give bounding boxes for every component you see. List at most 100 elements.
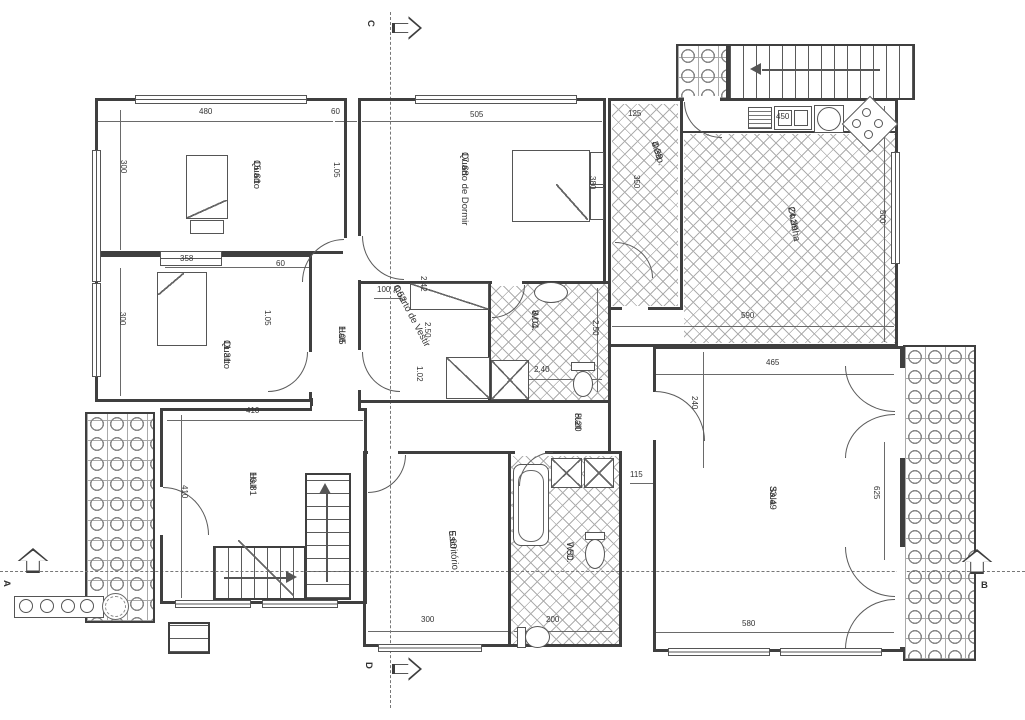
exterior-stairs (728, 44, 915, 100)
window-cozinha-right (891, 152, 900, 264)
door-gap-sala-terraco-1 (897, 368, 905, 458)
wardrobe-2-icon (446, 357, 490, 399)
room-area: 17.68 (459, 152, 470, 176)
burner-1 (862, 108, 871, 117)
room-area: 5.60 (446, 530, 459, 550)
dim-line-100 (374, 298, 400, 299)
closet-2-icon (584, 458, 614, 488)
wall-despensa (680, 101, 683, 310)
wall-divisoria-esc-wc (508, 453, 511, 645)
room-area: 7.50 (564, 542, 575, 561)
toilet-2-bowl (525, 626, 550, 648)
window-escritorio-bottom (378, 644, 482, 652)
section-arrow-fill (19, 550, 47, 571)
dim-line-625 (884, 442, 885, 560)
dimension-label: 590 (741, 311, 755, 320)
dimension-label: 300 (119, 160, 128, 174)
dimension-label: 465 (766, 358, 780, 367)
dim-line-580 (656, 632, 894, 633)
dimension-label: 625 (872, 486, 881, 500)
dimension-label: 2.50 (591, 320, 600, 336)
dim-line-240b (498, 379, 602, 380)
dim-line-300b (120, 268, 121, 396)
dimension-label: 1.02 (415, 366, 424, 382)
burner-3 (852, 119, 861, 128)
dimension-label: 358 (180, 254, 194, 263)
planter-plant-1 (19, 599, 33, 613)
dimension-label: 125 (628, 109, 642, 118)
dimension-label: 480 (199, 107, 213, 116)
stairs-arrow-head-up (319, 483, 331, 494)
landing-tiles (676, 44, 728, 100)
door-gap-despensa (622, 306, 648, 312)
dim-line-500 (884, 106, 885, 342)
door-gap-quarto1 (343, 238, 349, 282)
window-hall-bottom-2 (262, 600, 338, 608)
stairs-flight-up (305, 473, 351, 600)
planter-plant-4 (80, 599, 94, 613)
window-hall-bottom-1 (175, 600, 251, 608)
room-area: 33.49 (767, 486, 778, 510)
bed-fold-2 (158, 273, 184, 295)
dim-line-115 (630, 483, 656, 484)
dim-line-590 (612, 326, 894, 327)
sink-basin-1 (778, 110, 792, 126)
stairs-arrow-line-up (326, 492, 328, 582)
dim-line-240 (703, 352, 704, 468)
ext-stairs-arrow-line (762, 69, 880, 71)
door-gap-escritorio (368, 449, 398, 456)
dimension-label: 2.42 (419, 276, 428, 292)
door-gap-sala (650, 392, 658, 440)
planter-plant-3 (61, 599, 75, 613)
dimension-label: 100 (377, 285, 391, 294)
burner-4 (864, 130, 873, 139)
kitchen-counter-edge (680, 131, 895, 133)
dimension-label: 500 (878, 210, 887, 224)
section-arrow-fill (394, 18, 420, 38)
stairs-arrow-head-right (286, 571, 297, 583)
dim-line-480 (97, 121, 333, 122)
dimension-label: 2.50 (423, 322, 432, 338)
bathtub-inner (518, 470, 544, 542)
dim-line-300c (368, 631, 510, 632)
dim-line-250 (597, 288, 598, 392)
door-gap-wc1 (492, 279, 522, 286)
bidet-icon (585, 539, 605, 569)
dish-rack-icon (748, 107, 772, 129)
pillow-2b (590, 187, 604, 220)
wall-escritorio-wc (363, 451, 622, 647)
room-area: 1.05 (336, 326, 347, 345)
dimension-label: 505 (470, 110, 484, 119)
section-arrow-b (960, 549, 994, 574)
door-gap-wc2 (515, 449, 545, 456)
dimension-label: 450 (776, 112, 790, 121)
door-gap-cozinha (684, 96, 720, 104)
dim-line-200 (514, 631, 612, 632)
wall-hall8 (608, 398, 611, 453)
section-arrow-c (392, 14, 422, 42)
planter-ornament (102, 593, 129, 620)
dimension-label: 410 (180, 485, 189, 499)
dimension-label: 115 (630, 470, 643, 479)
window-quarto1-left (92, 150, 101, 282)
door-gap-dormir (357, 236, 363, 280)
dim-line-505 (362, 121, 602, 122)
section-line-ab (0, 571, 1025, 572)
toilet-1-tank (571, 362, 595, 371)
bed-fold-1 (187, 200, 227, 218)
dimension-label: 1.05 (263, 310, 272, 326)
section-arrow-fill (394, 659, 420, 679)
burner-2 (874, 119, 883, 128)
door-gap-entrada (157, 487, 165, 535)
stairs-arrow-line-right (224, 577, 286, 579)
dimension-label: 380 (588, 176, 597, 190)
dimension-label: 2.40 (534, 365, 550, 374)
wardrobe-1-icon (410, 283, 489, 310)
section-arrow-fill (963, 551, 991, 572)
section-arrow-d (392, 655, 422, 683)
door-gap-vestir (357, 350, 363, 390)
dimension-label: 1.05 (332, 162, 341, 178)
dimension-label: 300 (118, 312, 127, 326)
floor-cozinha (684, 134, 895, 343)
dimension-label: 200 (546, 615, 560, 624)
